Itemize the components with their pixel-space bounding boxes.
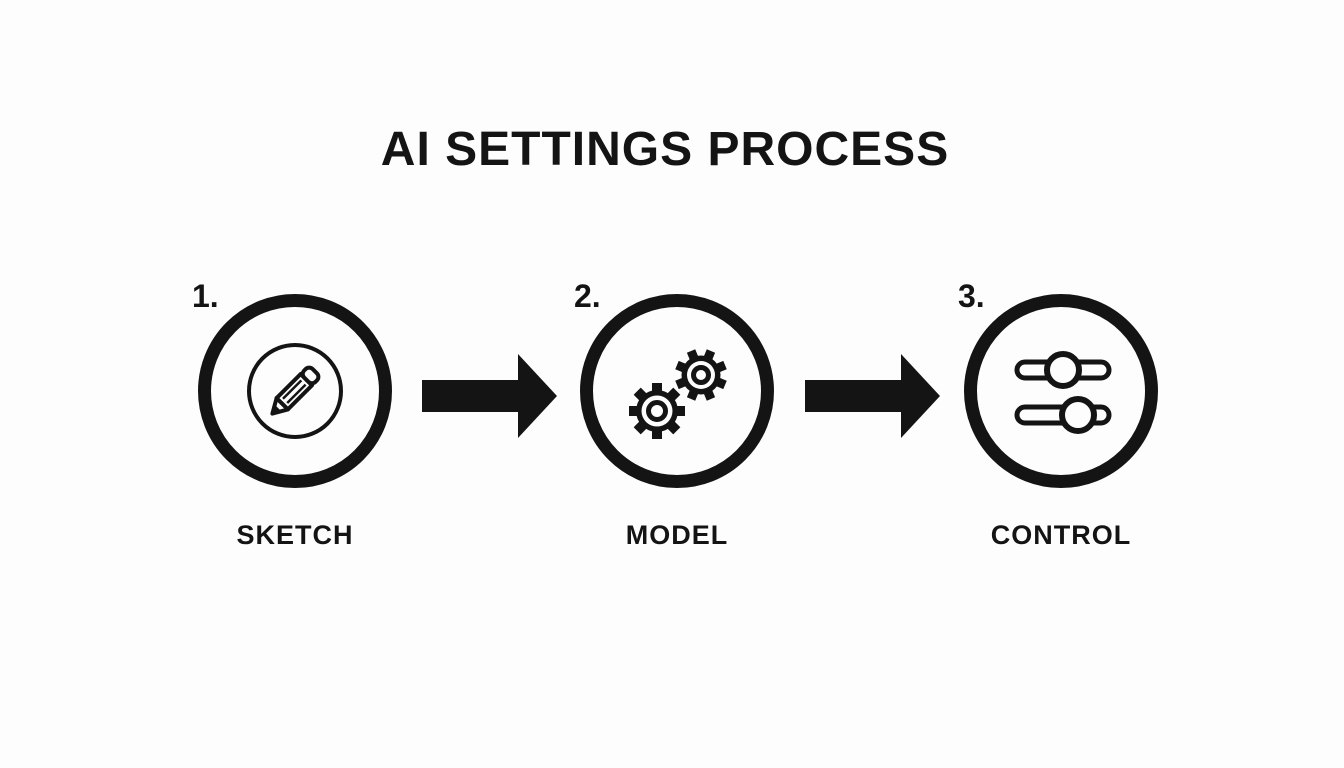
arrow-right-icon	[805, 354, 940, 438]
step-number: 2.	[574, 278, 601, 314]
step-number: 3.	[958, 278, 985, 314]
step-model: 2.	[574, 280, 774, 550]
step-circle	[964, 294, 1158, 488]
step-label: MODEL	[625, 520, 729, 550]
step-label: SKETCH	[236, 520, 354, 550]
step-control: 3. CONTROL	[958, 280, 1158, 550]
step-circle	[198, 294, 392, 488]
step-circle	[580, 294, 774, 488]
pencil-icon	[247, 343, 343, 439]
arrow-right-icon	[422, 354, 557, 438]
sliders-icon	[1014, 351, 1112, 434]
diagram-title: AI SETTINGS PROCESS	[380, 123, 950, 176]
step-sketch: 1. SKETCH	[192, 280, 392, 550]
gears-icon	[629, 349, 727, 439]
step-number: 1.	[192, 278, 219, 314]
step-label: CONTROL	[990, 520, 1132, 550]
